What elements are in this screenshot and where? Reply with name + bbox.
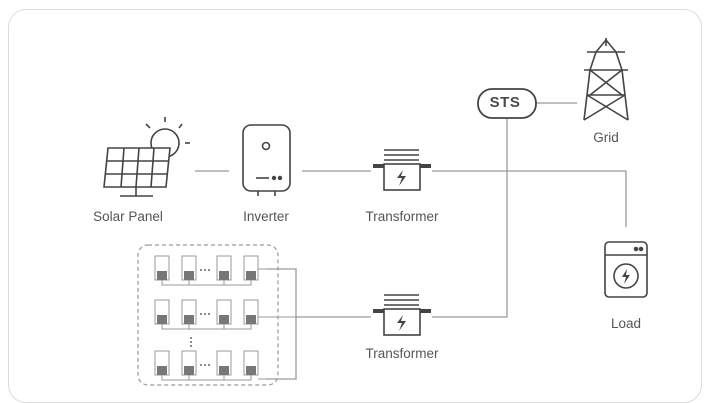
load-label: Load bbox=[610, 316, 642, 331]
transmission-tower-icon bbox=[583, 38, 629, 121]
battery-storage-area bbox=[137, 244, 279, 386]
transformer-icon bbox=[373, 149, 431, 191]
sts-transformer-line bbox=[432, 118, 508, 318]
sts-label: STS bbox=[489, 94, 521, 111]
transformer-icon bbox=[373, 294, 431, 336]
inverter-icon bbox=[242, 124, 291, 196]
battery-row bbox=[154, 299, 296, 330]
battery-transformer-line bbox=[266, 268, 297, 380]
sts-box bbox=[477, 88, 537, 119]
diagram-frame bbox=[8, 9, 702, 403]
connections bbox=[195, 102, 627, 380]
transformer-load-line bbox=[432, 170, 627, 227]
transformer-bottom-label: Transformer bbox=[365, 346, 439, 361]
battery-row bbox=[154, 350, 266, 381]
battery-storage-icon bbox=[154, 255, 296, 381]
solar-panel-icon bbox=[103, 117, 190, 197]
inverter-label: Inverter bbox=[243, 209, 289, 224]
washing-machine-icon bbox=[604, 241, 648, 298]
battery-row bbox=[154, 255, 266, 286]
solar-panel-label: Solar Panel bbox=[93, 209, 163, 224]
grid-label: Grid bbox=[593, 130, 619, 145]
transformer-top-label: Transformer bbox=[365, 209, 439, 224]
